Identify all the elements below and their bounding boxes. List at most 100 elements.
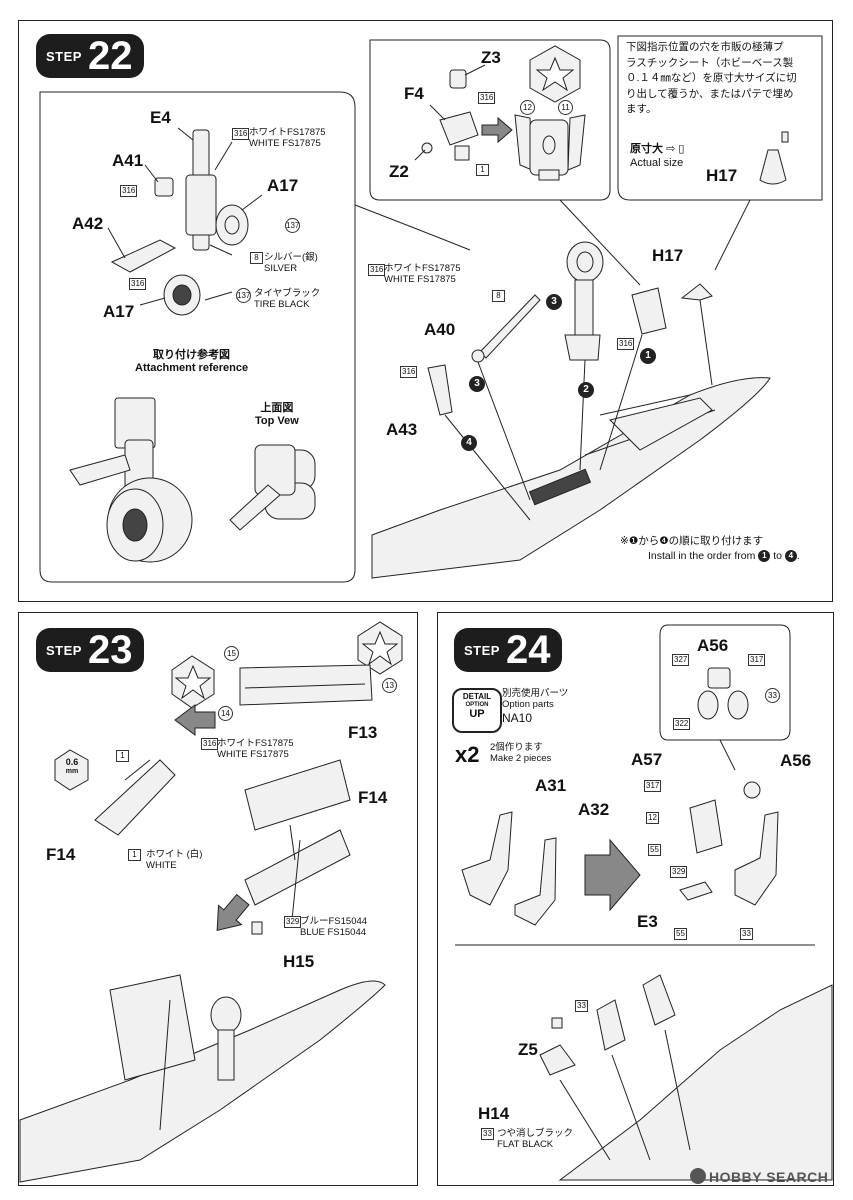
color-code: 317 xyxy=(644,780,662,792)
note-line: ０.１４㎜など）を原寸大サイズに切 xyxy=(626,72,797,84)
part-label-z5: Z5 xyxy=(518,1040,538,1059)
part-label-a57: A57 xyxy=(631,750,663,769)
order-mark: 3 xyxy=(469,376,485,392)
color-note-tire: タイヤブラック TIRE BLACK xyxy=(254,288,320,310)
sprue-mark: 12 xyxy=(520,100,535,115)
note-line: 下図指示位置の穴を市販の極薄プ xyxy=(626,41,784,53)
color-jp: つや消しブラック xyxy=(497,1128,574,1139)
actual-en: Actual size xyxy=(630,157,684,169)
part-label-a31: A31 xyxy=(535,776,567,795)
make-two-note: 2個作ります Make 2 pieces xyxy=(490,742,551,764)
order-mark: 3 xyxy=(546,294,562,310)
step24-badge: STEP 24 xyxy=(454,628,563,672)
color-code: 12 xyxy=(646,812,659,824)
detail-line: UP xyxy=(469,708,485,720)
color-note-flat-black: つや消しブラック FLAT BLACK xyxy=(497,1128,573,1150)
step-number: 24 xyxy=(505,628,551,672)
color-code: 316 xyxy=(201,738,219,750)
detail-up-badge: DETAIL OPTION UP xyxy=(452,688,502,733)
color-jp: シルバー(銀) xyxy=(264,252,318,263)
color-en: BLUE FS15044 xyxy=(300,927,367,938)
part-label-a40: A40 xyxy=(424,320,456,339)
attachment-en: Attachment reference xyxy=(135,362,249,374)
color-code: 33 xyxy=(481,1128,494,1140)
part-label-a41: A41 xyxy=(112,151,144,170)
option-jp: 別売使用パーツ xyxy=(502,688,569,699)
make-en: Make 2 pieces xyxy=(490,753,552,764)
order-mark: 1 xyxy=(640,348,656,364)
topview-jp: 上面図 xyxy=(260,402,294,414)
color-en: WHITE FS17875 xyxy=(217,749,289,760)
color-code: 316 xyxy=(232,128,250,140)
part-label-z2: Z2 xyxy=(389,162,409,181)
color-note-white: ホワイトFS17875 WHITE FS17875 xyxy=(249,127,326,149)
color-note-white-b: ホワイトFS17875 WHITE FS17875 xyxy=(384,263,461,285)
color-jp: タイヤブラック xyxy=(254,288,321,299)
color-code: 316 xyxy=(478,92,496,104)
part-label-a17-bottom: A17 xyxy=(103,302,135,321)
color-en: WHITE FS17875 xyxy=(249,138,321,149)
color-code: 137 xyxy=(236,288,251,303)
color-jp: ホワイトFS17875 xyxy=(384,263,461,274)
color-code: 322 xyxy=(673,718,691,730)
detail-line: DETAIL xyxy=(462,692,492,701)
color-en: WHITE FS17875 xyxy=(384,274,456,285)
step23-badge: STEP 23 xyxy=(36,628,145,672)
color-jp: ホワイト (白) xyxy=(146,849,203,860)
step22-badge: STEP 22 xyxy=(36,34,145,78)
order-jp: ※❶から❹の順に取り付けます xyxy=(620,535,764,547)
color-code: 8 xyxy=(250,252,263,264)
sprue-mark: 14 xyxy=(218,706,233,721)
color-code: 1 xyxy=(476,164,489,176)
color-note-silver: シルバー(銀) SILVER xyxy=(264,252,318,274)
color-code: 1 xyxy=(128,849,141,861)
part-label-h17-main: H17 xyxy=(652,246,684,265)
make-jp: 2個作ります xyxy=(490,742,543,753)
sprue-mark: 13 xyxy=(382,678,397,693)
order-mark: 2 xyxy=(578,382,594,398)
color-code: 316 xyxy=(120,185,138,197)
order-en: Install in the order from 1 to 4. xyxy=(648,550,800,562)
part-label-h14: H14 xyxy=(478,1104,510,1123)
color-note-white-1: ホワイト (白) WHITE xyxy=(146,849,202,871)
hole-fill-note: 下図指示位置の穴を市販の極薄プ ラスチックシート（ホビーベース製 ０.１４㎜など… xyxy=(626,40,797,118)
install-order-note: ※❶から❹の順に取り付けます Install in the order from… xyxy=(620,534,800,564)
thickness-icon: 0.6 mm xyxy=(60,757,84,777)
color-code: 316 xyxy=(368,264,386,276)
step-word: STEP xyxy=(46,48,82,64)
part-label-f13: F13 xyxy=(348,723,378,742)
option-en: Option parts xyxy=(502,699,554,710)
color-code: 33 xyxy=(740,928,753,940)
color-code: 55 xyxy=(648,844,661,856)
order-mark: 4 xyxy=(461,435,477,451)
part-label-a32: A32 xyxy=(578,800,610,819)
multiplier-label: x2 xyxy=(455,742,480,767)
color-code: 33 xyxy=(575,1000,588,1012)
color-jp: ホワイトFS17875 xyxy=(249,127,326,138)
actual-jp: 原寸大 xyxy=(630,143,663,155)
color-jp: ブルーFS15044 xyxy=(300,916,368,927)
color-note-white: ホワイトFS17875 WHITE FS17875 xyxy=(217,738,294,760)
step-number: 22 xyxy=(87,34,133,78)
color-code: 316 xyxy=(400,366,418,378)
color-code: 1 xyxy=(116,750,129,762)
part-label-e4: E4 xyxy=(150,108,171,127)
color-en: FLAT BLACK xyxy=(497,1139,554,1150)
actual-size-label: 原寸大 ⇨ ▯ Actual size xyxy=(630,142,684,170)
part-label-a43: A43 xyxy=(386,420,418,439)
part-label-e3: E3 xyxy=(637,912,658,931)
color-code: 137 xyxy=(285,218,300,233)
color-jp: ホワイトFS17875 xyxy=(217,738,294,749)
color-note-blue: ブルーFS15044 BLUE FS15044 xyxy=(300,916,367,938)
option-parts-note: 別売使用パーツ Option parts NA10 xyxy=(502,688,568,726)
hobby-search-watermark: HOBBY SEARCH xyxy=(690,1168,828,1185)
attachment-jp: 取り付け参考図 xyxy=(153,349,231,361)
option-code: NA10 xyxy=(502,711,533,725)
arrow-icon: ⇨ ▯ xyxy=(666,143,685,155)
part-label-f14-left: F14 xyxy=(46,845,76,864)
topview-en: Top Vew xyxy=(255,415,299,427)
